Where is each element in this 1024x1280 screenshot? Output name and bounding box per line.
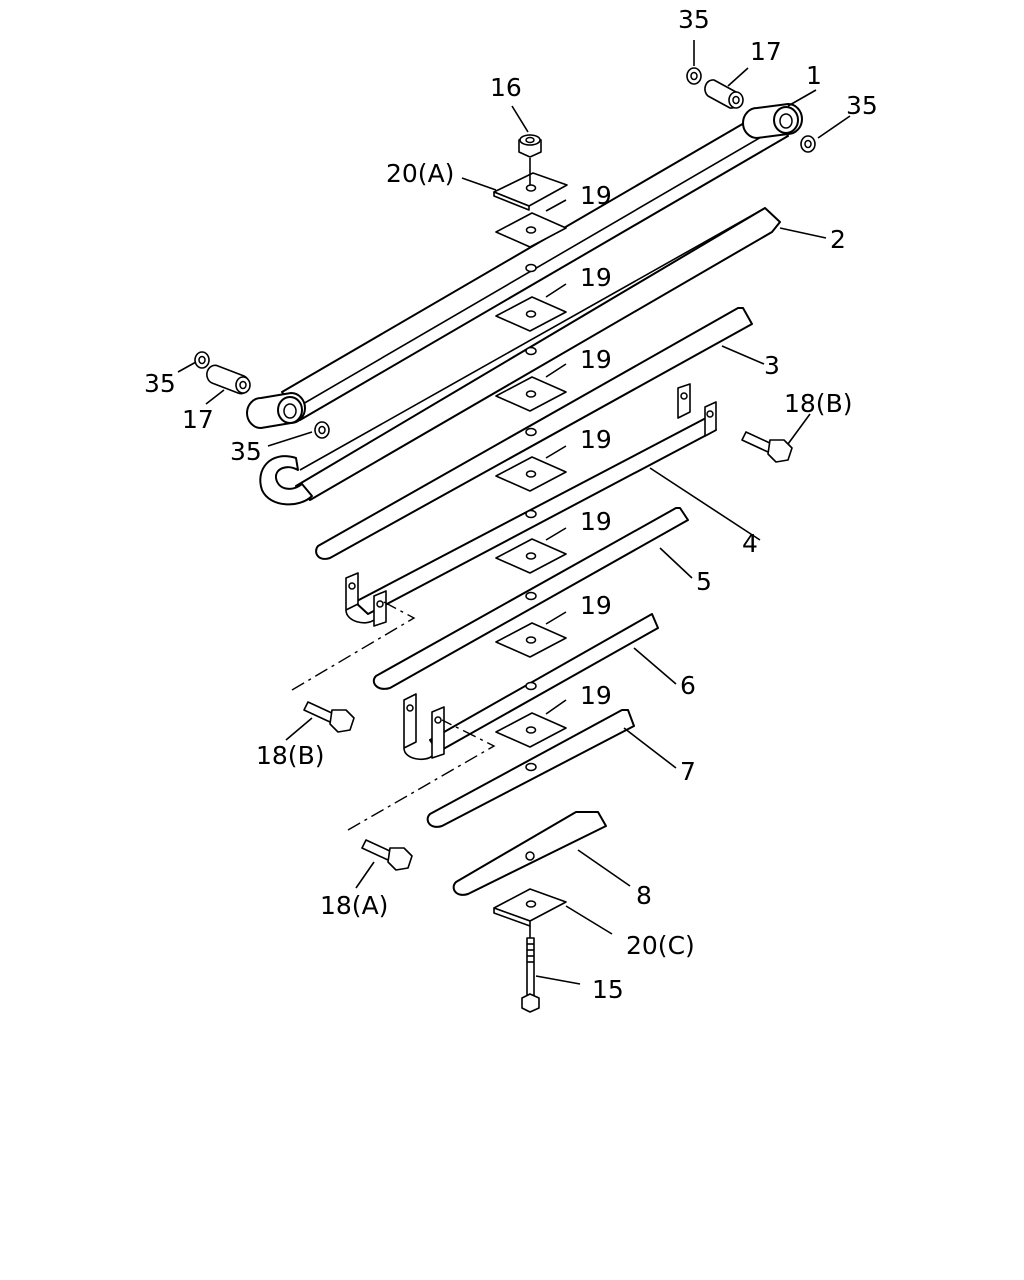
callout-20a: 20(A) xyxy=(386,159,454,188)
leaf-2 xyxy=(259,207,781,506)
leaf-4-clip-rear[interactable] xyxy=(345,572,387,627)
clip-bolt-18a[interactable] xyxy=(347,719,496,871)
callout-18a: 18(A) xyxy=(320,891,388,920)
callout-17-top: 17 xyxy=(750,37,782,66)
callout-15: 15 xyxy=(592,975,624,1004)
plate-20a[interactable] xyxy=(493,172,568,211)
callout-19: 19 xyxy=(580,345,612,374)
bushing-17-top[interactable] xyxy=(704,79,744,109)
spacer-19[interactable] xyxy=(495,376,567,412)
spacer-19[interactable] xyxy=(495,212,567,248)
callout-17-left: 17 xyxy=(182,405,214,434)
callout-19: 19 xyxy=(580,181,612,210)
callout-2: 2 xyxy=(830,225,846,254)
callout-35-mid: 35 xyxy=(230,437,262,466)
callout-35-left: 35 xyxy=(144,369,176,398)
callout-19: 19 xyxy=(580,507,612,536)
callout-35-top: 35 xyxy=(678,5,710,34)
callout-18b-left: 18(B) xyxy=(256,741,324,770)
spacer-19[interactable] xyxy=(495,712,567,748)
leaf-8 xyxy=(452,811,607,896)
callout-8: 8 xyxy=(636,881,652,910)
clip-bolt-18b-left[interactable] xyxy=(291,599,416,733)
center-bolt-holes xyxy=(525,263,537,772)
callout-35-right: 35 xyxy=(846,91,878,120)
callout-18b-right: 18(B) xyxy=(784,389,852,418)
callout-3: 3 xyxy=(764,351,780,380)
callout-6: 6 xyxy=(680,671,696,700)
washer-35-top[interactable] xyxy=(686,67,702,85)
callout-19: 19 xyxy=(580,263,612,292)
washer-35-right[interactable] xyxy=(800,135,816,153)
leaf-1-rear-eye[interactable] xyxy=(246,392,306,429)
callout-7: 7 xyxy=(680,757,696,786)
washer-35-left[interactable] xyxy=(194,351,210,369)
leader-lines xyxy=(177,40,851,985)
callout-19: 19 xyxy=(580,681,612,710)
callout-labels: 1 2 3 4 5 6 7 8 15 16 17 17 18(B) 18(B) … xyxy=(144,5,878,1004)
spacer-19[interactable] xyxy=(495,622,567,658)
callout-20c: 20(C) xyxy=(626,931,695,960)
spacer-19-group xyxy=(495,212,567,748)
leaf-4-clip-front[interactable] xyxy=(677,383,717,437)
leaf-1-front-eye[interactable] xyxy=(742,103,803,139)
spacer-19[interactable] xyxy=(495,538,567,574)
washer-35-mid[interactable] xyxy=(314,421,330,439)
callout-4: 4 xyxy=(742,529,758,558)
callout-1: 1 xyxy=(806,61,822,90)
leaf-6-clip[interactable] xyxy=(403,693,445,761)
clip-bolt-18b-right[interactable] xyxy=(741,431,793,463)
callout-19: 19 xyxy=(580,591,612,620)
callout-16: 16 xyxy=(490,73,522,102)
callout-19: 19 xyxy=(580,425,612,454)
bushing-17-left[interactable] xyxy=(206,364,251,395)
nut-16[interactable] xyxy=(518,134,542,185)
spacer-19[interactable] xyxy=(495,456,567,492)
plate-20c[interactable] xyxy=(493,888,567,927)
callout-5: 5 xyxy=(696,567,712,596)
center-bolt-15[interactable] xyxy=(521,926,540,1013)
spacer-19[interactable] xyxy=(495,296,567,332)
leaf-1 xyxy=(246,103,803,429)
leaf-6 xyxy=(403,613,659,761)
